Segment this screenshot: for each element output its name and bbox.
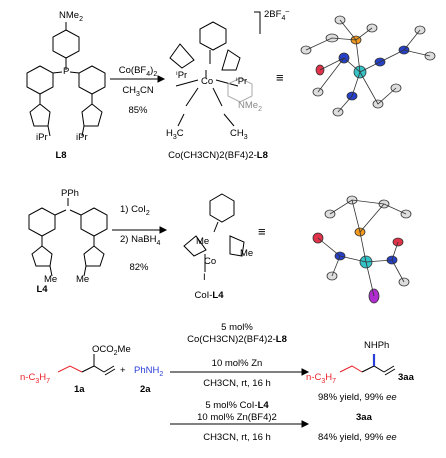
conditions-1-line1: 5 mol% (221, 322, 253, 333)
ligand-ipr-left: iPr (36, 132, 48, 143)
conditions-2-line3: CH3CN, rt, 16 h (203, 432, 271, 443)
ligand-L4-structure (28, 198, 108, 277)
conditions-2-line1: 5 mol% CoI-L4 (205, 400, 269, 411)
complex-L4-me-right: Me (240, 248, 254, 259)
ligand-L4-label: L4 (36, 284, 48, 295)
crystal-structure-L4-complex (312, 195, 412, 304)
complex-L4-iodide: I (203, 272, 206, 283)
arrow-1-solvent: CH3CN (122, 85, 154, 98)
conditions-2-line2: 10 mol% Zn(BF4)2 (197, 412, 277, 423)
ligand-L8-label: L8 (55, 150, 67, 161)
equivalence-symbol-2: ≡ (258, 224, 266, 239)
complex-ch3-right: CH3 (230, 128, 248, 141)
amine-reagent: PhNH2 (134, 365, 164, 378)
ligand-L4-me-left: Me (44, 274, 58, 285)
complex-coI-L4-structure (183, 193, 245, 272)
result-1-text: 98% yield, 99% ee (318, 392, 397, 403)
amine-2a-label: 2a (140, 384, 151, 395)
complex-L4-me-left: Me (196, 236, 210, 247)
conditions-1-line4: CH3CN, rt, 16 h (203, 378, 271, 389)
complex-L4-co-atom: Co (204, 256, 217, 267)
ligand-phosphorus-label: P (63, 66, 70, 77)
product-nhph-group: NHPh (364, 340, 390, 351)
arrow-2-step2: 2) NaBH4 (120, 234, 161, 247)
equivalence-symbol-1: ≡ (276, 70, 284, 85)
complex-ipr-left: ⁱPr (176, 70, 188, 81)
substrate-propyl-chain: n-C3H7 (20, 372, 50, 385)
complex-h3c-left: H3C (166, 128, 184, 141)
product-propyl-chain: n-C3H7 (306, 372, 336, 385)
crystal-structure-L8-complex (300, 15, 436, 117)
ligand-L4-me-right: Me (76, 274, 90, 285)
substrate-1a-structure (57, 354, 116, 376)
product-3aa-label: 3aa (398, 372, 414, 383)
result-2-label: 3aa (356, 412, 372, 423)
arrow-1-yield: 85% (128, 105, 148, 116)
complex-co-L8-structure (169, 21, 253, 127)
plus-sign: + (120, 365, 126, 376)
arrow-2-yield: 82% (129, 262, 149, 273)
ligand-L4-phosphorus-ph: PPh (61, 188, 79, 199)
substrate-1a-label: 1a (74, 384, 85, 395)
arrow-1-reagent: Co(BF4)2 (118, 65, 158, 78)
ligand-ipr-right: iPr (76, 132, 88, 143)
substrate-carbonate-group: OCO2Me (92, 344, 131, 357)
counterion-label: 2BF4– (264, 8, 290, 23)
product-3aa-structure (339, 354, 396, 376)
arrow-2-step1: 1) CoI2 (120, 204, 150, 217)
charge-bracket (254, 11, 261, 34)
conditions-1-line3: 10 mol% Zn (211, 358, 263, 369)
result-2-text: 84% yield, 99% ee (318, 432, 397, 443)
conditions-1-line2: Co(CH3CN)2(BF4)2-L8 (187, 334, 287, 345)
complex-co-atom: Co (201, 76, 214, 87)
complex-L8-label: Co(CH3CN)2(BF4)2-L8 (168, 150, 268, 161)
ligand-nme2-label: NMe2 (59, 10, 83, 23)
complex-L4-label: CoI-L4 (194, 290, 224, 301)
ligand-L8-structure (26, 22, 106, 137)
complex-ipr-right: ⁱPr (236, 76, 248, 87)
complex-nme2-label: NMe2 (238, 100, 262, 113)
